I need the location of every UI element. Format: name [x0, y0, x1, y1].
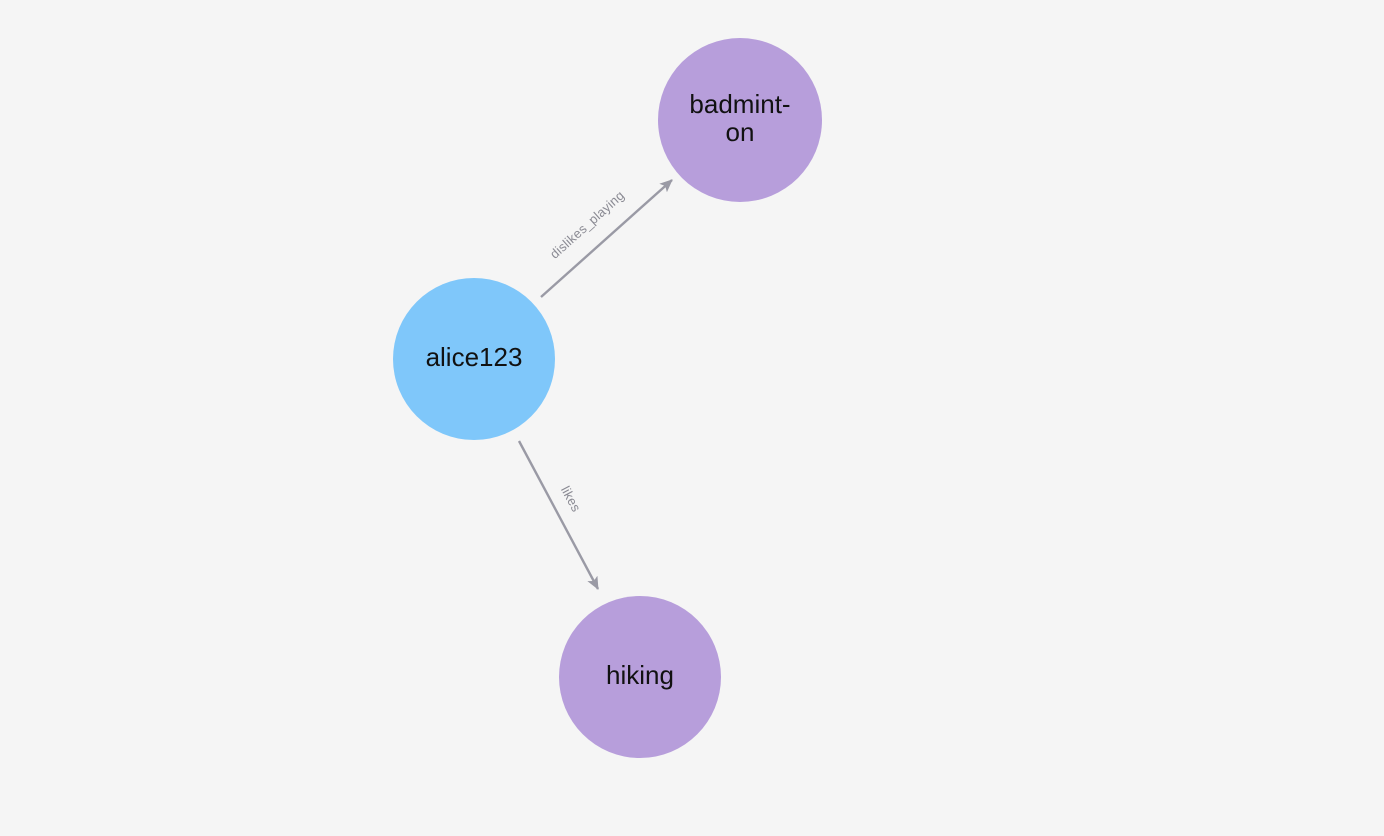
edge-label[interactable]: likes	[558, 483, 584, 514]
graph-node[interactable]: alice123	[393, 278, 555, 440]
node-circle-badminton[interactable]	[658, 38, 822, 202]
edge-label[interactable]: dislikes_playing	[547, 188, 627, 262]
nodes-layer: alice123 badmint-on hiking	[393, 38, 822, 758]
node-circle-alice123[interactable]	[393, 278, 555, 440]
graph-node[interactable]: hiking	[559, 596, 721, 758]
node-circle-hiking[interactable]	[559, 596, 721, 758]
edges-layer	[517, 179, 673, 590]
graph-node[interactable]: badmint-on	[658, 38, 822, 202]
graph-edge[interactable]	[517, 440, 600, 590]
graph-edge[interactable]	[540, 179, 673, 298]
